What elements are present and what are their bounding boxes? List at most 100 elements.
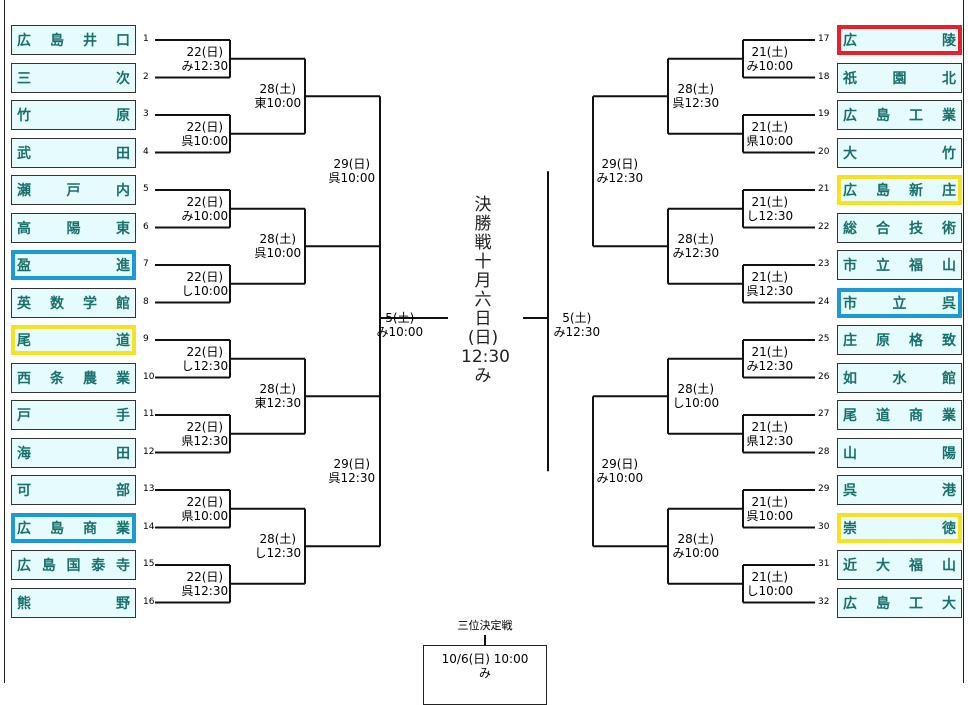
team-name-char: 熊 <box>17 595 31 612</box>
match-info-line: し12:30 <box>254 546 302 561</box>
right-seed-number: 18 <box>818 71 830 82</box>
final-label-part: 日 <box>474 309 492 329</box>
match-info-line: 28(土) <box>677 532 715 547</box>
team-name-char: 山 <box>942 558 956 574</box>
match-info-line: 28(土) <box>677 232 715 247</box>
team-name-char: 大 <box>876 558 890 574</box>
team-name-char: 広 <box>843 33 857 49</box>
match-info-line: し10:00 <box>746 583 794 598</box>
right-seed-number: 17 <box>818 34 830 44</box>
left-r3-match-2: 29(日)呉12:30 <box>329 457 376 485</box>
left-r1-match-4: 22(日)し10:00 <box>182 270 229 298</box>
left-seed-number: 16 <box>143 596 155 607</box>
match-info-line: 28(土) <box>677 382 715 397</box>
right-r1-match-3: 21(土)し12:30 <box>747 195 794 223</box>
right-r1-match-8: 21(土)し10:00 <box>747 570 794 598</box>
right-team-32: 広島工大 <box>837 587 962 618</box>
match-info-line: 29(日) <box>601 457 639 472</box>
team-name-char: 広 <box>17 520 31 537</box>
team-name-char: 武 <box>17 145 31 162</box>
team-name-char: 致 <box>942 333 956 349</box>
team-name-char: 次 <box>116 70 130 87</box>
left-r3-match-1: 29(日)呉10:00 <box>329 157 376 185</box>
team-name-char: 格 <box>909 333 923 349</box>
match-info-line: み12:30 <box>596 171 644 186</box>
team-name-char: 大 <box>843 145 857 162</box>
right-r1-match-1: 21(土)み10:00 <box>747 45 794 73</box>
final-label-part: 戦 <box>474 233 492 253</box>
team-name-char: 島 <box>41 558 56 574</box>
left-team-1: 広島井口 <box>11 25 136 55</box>
final-label-part: み <box>474 366 492 386</box>
left-seed-number: 2 <box>143 71 149 82</box>
final-label-part: 勝 <box>474 214 492 234</box>
right-seed-number: 30 <box>818 521 830 532</box>
right-team-18: 祇園北 <box>837 62 962 93</box>
match-info-line: 呉12:30 <box>746 283 794 298</box>
left-team-14: 広島商業 <box>11 512 136 543</box>
team-name-char: 業 <box>116 520 130 537</box>
team-name-char: 島 <box>876 108 890 124</box>
team-name-char: 商 <box>909 408 923 424</box>
match-info-line: 22(日) <box>186 269 224 284</box>
team-name-char: 園 <box>892 70 907 87</box>
match-info-line: 22(日) <box>186 44 224 59</box>
right-seed-number: 23 <box>818 259 830 269</box>
match-info-line: 22(日) <box>186 569 224 584</box>
right-team-19: 広島工業 <box>837 100 962 130</box>
right-team-25: 庄原格致 <box>837 325 962 355</box>
team-name-char: 英 <box>17 295 31 312</box>
right-seed-number: 25 <box>818 334 830 344</box>
match-info-line: 東10:00 <box>254 96 302 111</box>
team-name-char: 工 <box>909 595 923 612</box>
team-name-char: 商 <box>83 520 97 537</box>
right-border <box>963 0 964 683</box>
match-info-line: 29(日) <box>601 157 639 172</box>
team-name-char: 島 <box>876 595 890 612</box>
team-name-char: 山 <box>942 258 956 274</box>
team-name-char: 工 <box>909 108 923 124</box>
team-name-char: 尾 <box>17 333 31 349</box>
match-info-line: 県10:00 <box>746 133 794 148</box>
final-label-part: (日) <box>467 328 499 348</box>
match-info-line: 22(日) <box>186 494 224 509</box>
left-seed-number: 3 <box>143 109 149 119</box>
team-name-char: 高 <box>17 220 31 237</box>
right-seed-number: 19 <box>818 109 830 119</box>
team-name-char: 呉 <box>942 295 956 312</box>
match-info-line: 呉10:00 <box>328 171 376 186</box>
final-label-part: 六 <box>474 290 492 310</box>
team-name-char: 陵 <box>942 33 956 49</box>
match-info-line: 29(日) <box>333 457 371 472</box>
left-seed-number: 9 <box>143 334 149 344</box>
right-seed-number: 27 <box>818 409 830 419</box>
team-name-char: 戸 <box>66 183 81 199</box>
team-name-char: 陽 <box>942 445 956 462</box>
team-name-char: 総 <box>843 220 857 237</box>
third-place-label: 三位決定戦 <box>457 619 513 632</box>
match-info-line: 21(土) <box>751 44 789 59</box>
team-name-char: 島 <box>876 183 890 199</box>
team-name-char: 西 <box>17 370 31 387</box>
left-seed-number: 14 <box>143 521 155 532</box>
right-team-27: 尾道商業 <box>837 400 962 430</box>
left-team-8: 英数学館 <box>11 287 136 318</box>
team-name-char: 道 <box>116 333 130 349</box>
left-r2-match-4: 28(土)し12:30 <box>255 532 302 560</box>
team-name-char: 新 <box>909 183 923 199</box>
right-seed-number: 26 <box>818 371 830 382</box>
left-team-4: 武田 <box>11 137 136 168</box>
right-r1-match-7: 21(土)呉10:00 <box>747 495 794 523</box>
left-r2-match-2: 28(土)呉10:00 <box>255 232 302 260</box>
match-info-line: み12:30 <box>672 246 720 261</box>
team-name-char: 陽 <box>66 220 81 237</box>
left-team-15: 広島国泰寺 <box>11 550 136 580</box>
team-name-char: 井 <box>83 33 97 49</box>
left-r1-match-2: 22(日)呉10:00 <box>182 120 229 148</box>
team-name-char: 近 <box>843 558 857 574</box>
match-info-line: し12:30 <box>181 358 229 373</box>
team-name-char: 庄 <box>942 183 956 199</box>
right-seed-number: 32 <box>818 596 830 607</box>
match-info-line: 22(日) <box>186 344 224 359</box>
